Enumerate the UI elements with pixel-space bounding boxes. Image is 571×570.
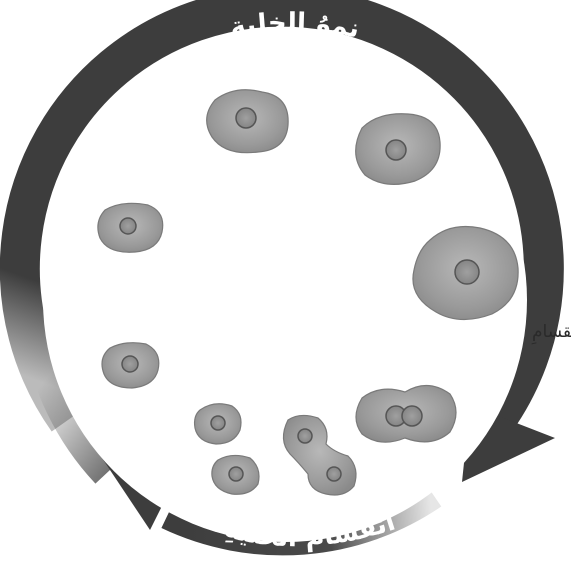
prepare-division-label: التهيؤُ للانقسامِ <box>531 322 571 345</box>
cell-growth-label: نموُ الخليةِ <box>228 8 362 45</box>
nucleus <box>327 467 341 481</box>
nucleus <box>211 416 225 430</box>
nucleus <box>120 218 136 234</box>
nucleus <box>236 108 256 128</box>
nucleus <box>229 467 243 481</box>
nucleus <box>298 429 312 443</box>
nucleus <box>122 356 138 372</box>
nucleus <box>386 140 406 160</box>
nucleus <box>455 260 479 284</box>
nucleus <box>402 406 422 426</box>
